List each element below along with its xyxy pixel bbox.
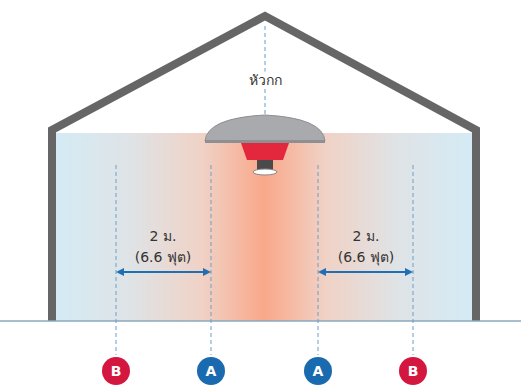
zone-marker: A bbox=[197, 357, 225, 385]
zone-marker: A bbox=[304, 357, 332, 385]
zone-letter: A bbox=[313, 364, 324, 378]
device-label: หัวกก bbox=[246, 72, 285, 89]
dimension-label: 2 ม. bbox=[353, 228, 380, 245]
dimension-arrows bbox=[116, 268, 413, 276]
zone-lines bbox=[116, 165, 413, 355]
dimension-label: 2 ม. bbox=[150, 228, 177, 245]
sensor-device bbox=[205, 115, 325, 175]
heat-zone bbox=[56, 133, 472, 321]
zone-marker: B bbox=[102, 357, 130, 385]
zone-letter: B bbox=[408, 364, 419, 378]
zone-letter: B bbox=[111, 364, 122, 378]
dimension-label: (6.6 ฟุต) bbox=[338, 249, 395, 266]
zone-letter: A bbox=[206, 364, 217, 378]
dimension-label: (6.6 ฟุต) bbox=[135, 249, 192, 266]
ground-line bbox=[0, 320, 521, 322]
zone-marker: B bbox=[399, 357, 427, 385]
